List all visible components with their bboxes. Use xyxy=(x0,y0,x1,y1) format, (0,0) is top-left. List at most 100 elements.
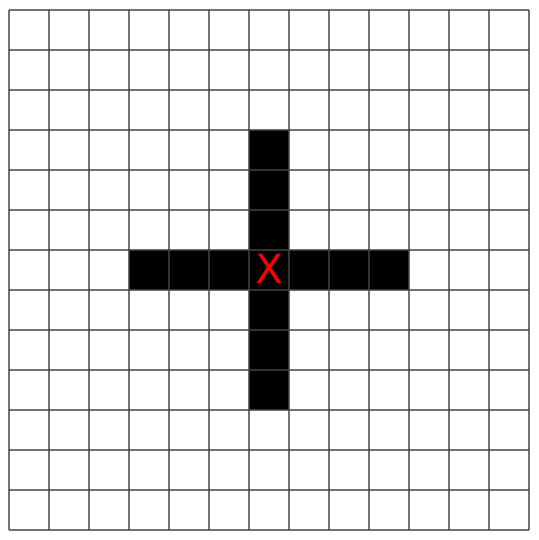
grid-cell[interactable] xyxy=(89,370,129,410)
grid-cell[interactable] xyxy=(409,170,449,210)
grid-cell[interactable] xyxy=(169,490,209,530)
grid-cell[interactable] xyxy=(49,90,89,130)
grid-cell[interactable] xyxy=(489,370,529,410)
grid-cell[interactable] xyxy=(89,90,129,130)
grid-cell[interactable] xyxy=(289,50,329,90)
grid-cell[interactable] xyxy=(249,490,289,530)
grid-cell[interactable] xyxy=(489,90,529,130)
grid-cell[interactable] xyxy=(209,50,249,90)
grid-cell[interactable] xyxy=(49,130,89,170)
grid-cell[interactable] xyxy=(329,10,369,50)
grid-cell[interactable] xyxy=(369,450,409,490)
grid-cell[interactable] xyxy=(49,410,89,450)
grid-cell[interactable] xyxy=(49,370,89,410)
grid-cell[interactable] xyxy=(9,130,49,170)
grid-cell[interactable] xyxy=(489,50,529,90)
grid-cell[interactable] xyxy=(49,250,89,290)
grid-cell[interactable] xyxy=(449,410,489,450)
grid-cell[interactable] xyxy=(129,210,169,250)
grid-cell[interactable] xyxy=(329,450,369,490)
grid-cell[interactable] xyxy=(329,130,369,170)
grid-cell[interactable] xyxy=(49,210,89,250)
grid-cell[interactable] xyxy=(129,450,169,490)
grid-cell[interactable] xyxy=(329,170,369,210)
grid-cell[interactable] xyxy=(409,490,449,530)
grid-cell[interactable] xyxy=(449,90,489,130)
grid-cell[interactable] xyxy=(209,450,249,490)
grid-cell[interactable] xyxy=(489,490,529,530)
grid-cell[interactable] xyxy=(89,10,129,50)
grid-cell[interactable] xyxy=(209,170,249,210)
grid-cell[interactable] xyxy=(369,290,409,330)
grid-cell[interactable] xyxy=(449,490,489,530)
grid-cell[interactable] xyxy=(129,50,169,90)
grid-cell[interactable] xyxy=(89,210,129,250)
grid-cell[interactable] xyxy=(449,370,489,410)
grid-cell[interactable] xyxy=(489,410,529,450)
grid-cell[interactable] xyxy=(89,490,129,530)
grid-cell[interactable] xyxy=(449,210,489,250)
grid-cell[interactable] xyxy=(9,370,49,410)
grid-cell[interactable] xyxy=(289,450,329,490)
filled-cell[interactable] xyxy=(249,330,289,370)
grid-cell[interactable] xyxy=(9,10,49,50)
grid-cell[interactable] xyxy=(9,290,49,330)
filled-cell[interactable] xyxy=(249,170,289,210)
grid-cell[interactable] xyxy=(289,10,329,50)
grid-cell[interactable] xyxy=(209,90,249,130)
grid-cell[interactable] xyxy=(289,370,329,410)
grid-cell[interactable] xyxy=(209,290,249,330)
grid-cell[interactable] xyxy=(9,50,49,90)
grid-cell[interactable] xyxy=(249,10,289,50)
grid-cell[interactable] xyxy=(169,210,209,250)
grid-cell[interactable] xyxy=(129,490,169,530)
grid-cell[interactable] xyxy=(449,10,489,50)
grid-cell[interactable] xyxy=(249,450,289,490)
grid-cell[interactable] xyxy=(169,170,209,210)
grid-cell[interactable] xyxy=(249,50,289,90)
grid-cell[interactable] xyxy=(409,10,449,50)
grid-cell[interactable] xyxy=(369,10,409,50)
grid-cell[interactable] xyxy=(169,130,209,170)
grid-cell[interactable] xyxy=(409,330,449,370)
grid-cell[interactable] xyxy=(169,50,209,90)
grid-cell[interactable] xyxy=(289,410,329,450)
grid-cell[interactable] xyxy=(9,330,49,370)
grid-cell[interactable] xyxy=(369,330,409,370)
grid-cell[interactable] xyxy=(489,330,529,370)
grid-cell[interactable] xyxy=(9,170,49,210)
grid-cell[interactable] xyxy=(489,250,529,290)
grid-cell[interactable] xyxy=(129,10,169,50)
grid-cell[interactable] xyxy=(209,210,249,250)
grid-cell[interactable] xyxy=(329,410,369,450)
grid-cell[interactable] xyxy=(489,10,529,50)
grid-cell[interactable] xyxy=(89,250,129,290)
grid-cell[interactable] xyxy=(489,210,529,250)
grid-cell[interactable] xyxy=(409,290,449,330)
grid-cell[interactable] xyxy=(9,250,49,290)
grid-cell[interactable] xyxy=(369,370,409,410)
grid-cell[interactable] xyxy=(409,130,449,170)
grid-cell[interactable] xyxy=(369,130,409,170)
grid-cell[interactable] xyxy=(169,290,209,330)
grid-cell[interactable] xyxy=(209,490,249,530)
grid-cell[interactable] xyxy=(449,290,489,330)
grid-cell[interactable] xyxy=(49,330,89,370)
grid-cell[interactable] xyxy=(129,410,169,450)
grid-cell[interactable] xyxy=(169,10,209,50)
grid-cell[interactable] xyxy=(289,330,329,370)
grid-cell[interactable] xyxy=(409,410,449,450)
grid-cell[interactable] xyxy=(329,90,369,130)
grid-cell[interactable] xyxy=(249,90,289,130)
grid-cell[interactable] xyxy=(329,210,369,250)
grid-cell[interactable] xyxy=(89,50,129,90)
grid-cell[interactable] xyxy=(89,450,129,490)
filled-cell[interactable] xyxy=(209,250,249,290)
grid-cell[interactable] xyxy=(129,130,169,170)
grid-cell[interactable] xyxy=(169,330,209,370)
filled-cell[interactable] xyxy=(369,250,409,290)
grid-cell[interactable] xyxy=(449,450,489,490)
grid-cell[interactable] xyxy=(9,450,49,490)
grid-cell[interactable] xyxy=(9,210,49,250)
grid-cell[interactable] xyxy=(129,290,169,330)
